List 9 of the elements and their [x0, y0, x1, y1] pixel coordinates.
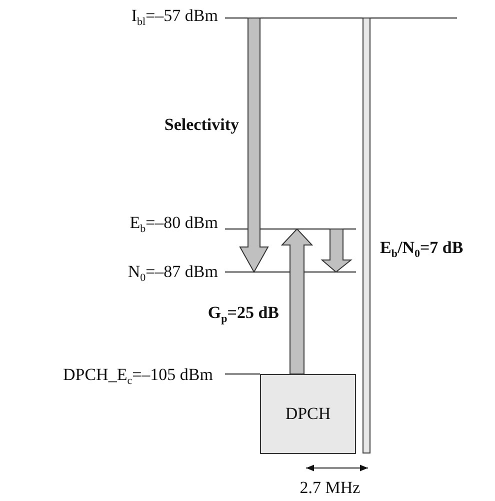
channel-box: DPCH — [260, 374, 356, 454]
level-label: I$_{bl}$=–57 dBm — [131, 6, 218, 26]
level-label: DPCH_E$_{c}$=–105 dBm — [62, 365, 213, 385]
bandwidth-label: 2.7 MHz — [300, 478, 360, 498]
ratio-label: E$_{b}$/N$_{0}$=7 dB — [380, 238, 464, 258]
selectivity-label: Selectivity — [164, 115, 239, 135]
level-label: E$_{b}$=–80 dBm — [130, 213, 218, 233]
level-label: N$_{0}$=–87 dBm — [128, 262, 218, 282]
gain-label: G$_{p}$=25 dB — [208, 303, 279, 323]
